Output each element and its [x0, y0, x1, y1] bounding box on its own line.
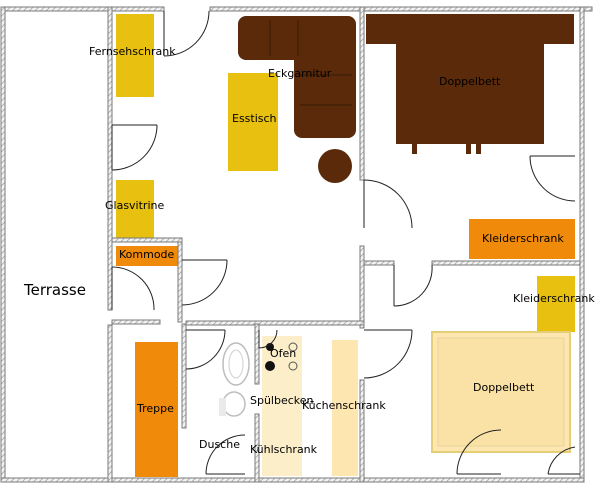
doppelbett-2 — [431, 331, 571, 453]
glasvitrine — [116, 180, 154, 238]
label-doppelbett-2: Doppelbett — [473, 381, 535, 394]
eckgarnitur — [238, 16, 356, 138]
door-swings — [111, 10, 580, 475]
label-terrasse: Terrasse — [24, 281, 86, 299]
label-doppelbett-1: Doppelbett — [439, 75, 501, 88]
label-kuehlschrank: Kühlschrank — [250, 443, 318, 456]
kuechenzeile — [262, 336, 358, 476]
label-treppe: Treppe — [137, 402, 174, 415]
label-kuechenschrank: Küchenschrank — [302, 399, 386, 412]
kleiderschrank-1 — [469, 219, 575, 259]
sanitaer — [219, 342, 250, 417]
doppelbett-1 — [366, 14, 574, 154]
label-kommode: Kommode — [119, 248, 175, 261]
fernsehschrank — [116, 14, 154, 97]
label-dusche: Dusche — [199, 438, 240, 451]
label-esstisch: Esstisch — [232, 112, 277, 125]
kleiderschrank-2 — [537, 276, 575, 332]
treppe — [135, 342, 178, 477]
label-kleiderschrank-2: Kleiderschrank — [513, 292, 595, 305]
round-table — [318, 149, 352, 183]
kommode — [116, 246, 178, 266]
label-eckgarnitur: Eckgarnitur — [268, 67, 332, 80]
label-fernsehschrank: Fernsehschrank — [89, 45, 176, 58]
walls — [0, 6, 593, 483]
label-ofen: Ofen — [270, 347, 297, 360]
label-spuelbecken: Spülbecken — [250, 394, 314, 407]
label-kleiderschrank-1: Kleiderschrank — [482, 232, 564, 245]
label-glasvitrine: Glasvitrine — [105, 199, 165, 212]
esstisch — [228, 73, 278, 171]
